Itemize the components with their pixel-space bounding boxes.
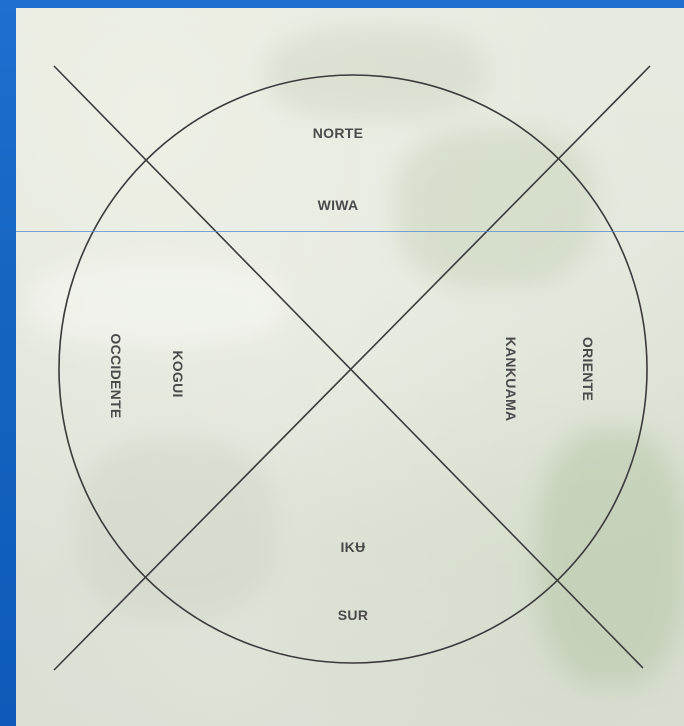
label-north: NORTE [313, 125, 364, 141]
cardinal-directions-diagram: NORTE WIWA OCCIDENTE KOGUI KANKUAMA ORIE… [16, 8, 684, 726]
faded-photo-background: NORTE WIWA OCCIDENTE KOGUI KANKUAMA ORIE… [16, 8, 684, 726]
divider-line [16, 231, 684, 232]
label-east-people: KANKUAMA [503, 337, 519, 422]
diagonal-line-nw-se [54, 66, 643, 668]
label-west: OCCIDENTE [108, 333, 124, 418]
label-south: SUR [338, 607, 368, 623]
label-west-people: KOGUI [170, 350, 186, 397]
label-east: ORIENTE [580, 337, 596, 401]
label-north-people: WIWA [318, 197, 359, 213]
label-south-people: IKɄ [340, 539, 365, 555]
